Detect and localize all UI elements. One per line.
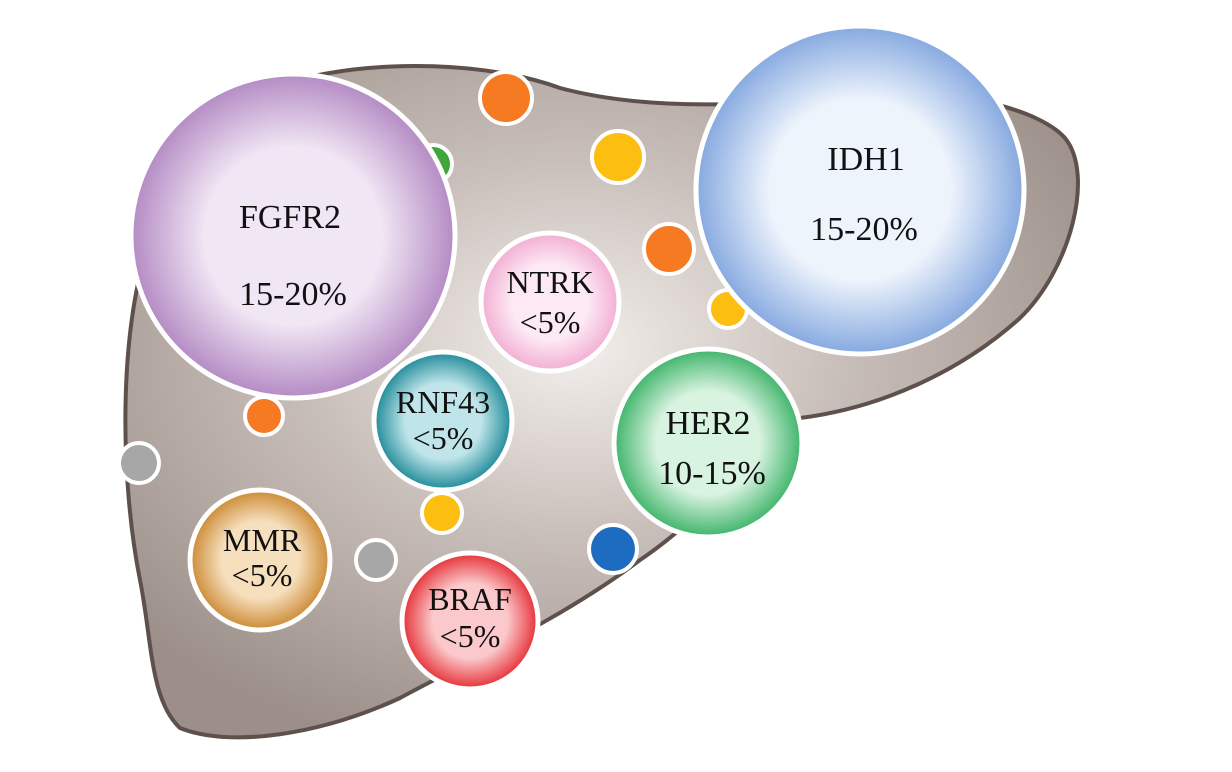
orange-dot bbox=[478, 70, 534, 126]
bubble-idh1-label: IDH1 bbox=[827, 141, 904, 178]
gray-dot bbox=[354, 538, 398, 582]
bubble-braf-value: <5% bbox=[440, 618, 501, 654]
yellow-dot bbox=[590, 129, 646, 185]
bubble-idh1-value: 15-20% bbox=[810, 211, 918, 248]
bubble-ntrk: NTRK <5% bbox=[478, 230, 622, 374]
gray-dot bbox=[117, 441, 161, 485]
bubble-braf: BRAF <5% bbox=[399, 550, 541, 692]
bubble-ntrk-value: <5% bbox=[520, 304, 581, 340]
bubble-fgfr2-value: 15-20% bbox=[239, 276, 347, 313]
bubble-her2-value: 10-15% bbox=[658, 455, 766, 492]
bubble-rnf43-value: <5% bbox=[413, 420, 474, 456]
bubble-mmr-label: MMR bbox=[223, 522, 302, 558]
orange-dot bbox=[243, 395, 285, 437]
bubble-braf-label: BRAF bbox=[428, 581, 512, 617]
bubble-her2-label: HER2 bbox=[666, 405, 751, 442]
yellow-dot bbox=[420, 491, 464, 535]
bubble-mmr-value: <5% bbox=[232, 557, 293, 593]
bubble-rnf43-label: RNF43 bbox=[396, 384, 490, 420]
bubble-ntrk-label: NTRK bbox=[506, 264, 593, 300]
orange-dot bbox=[642, 222, 696, 276]
mutation-bubbles: FGFR2 15-20% IDH1 15-20% NTRK <5% RNF43 … bbox=[128, 23, 1027, 692]
bubble-her2: HER2 10-15% bbox=[611, 346, 805, 540]
bubble-rnf43: RNF43 <5% bbox=[371, 349, 515, 493]
bubble-fgfr2: FGFR2 15-20% bbox=[128, 71, 458, 401]
bubble-mmr: MMR <5% bbox=[187, 487, 333, 633]
bubble-idh1: IDH1 15-20% bbox=[693, 23, 1027, 357]
bubble-fgfr2-label: FGFR2 bbox=[239, 199, 341, 236]
blue-dot bbox=[587, 523, 639, 575]
